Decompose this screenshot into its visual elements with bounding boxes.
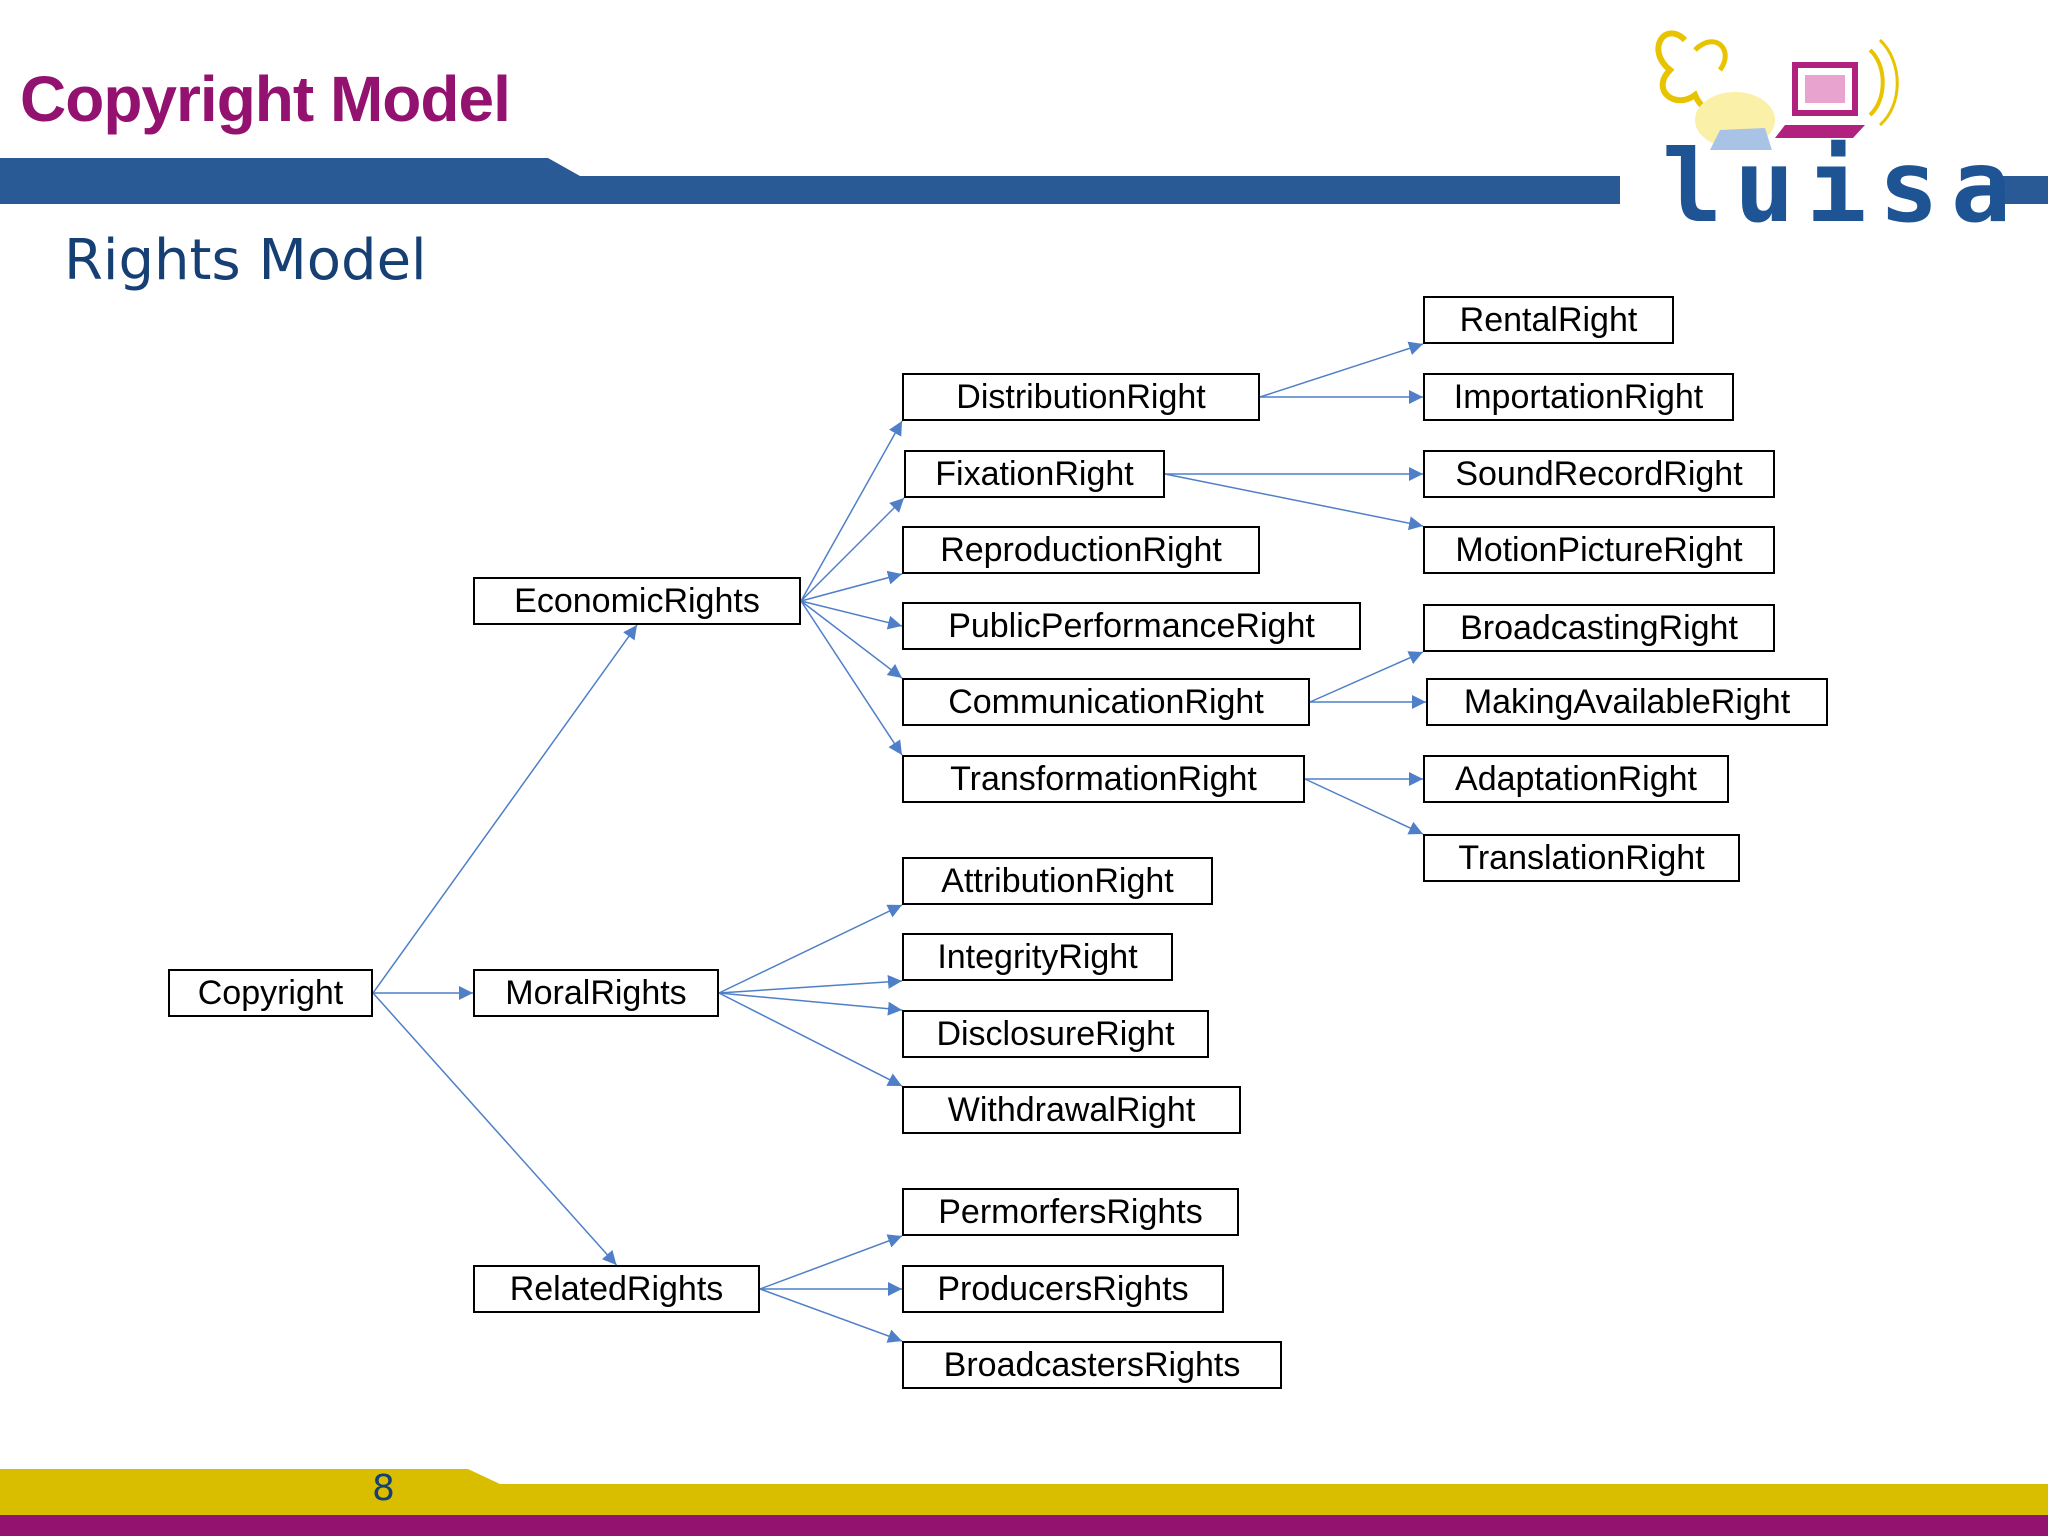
- edge-communication-to-broadcasting: [1309, 651, 1424, 703]
- node-performers-rights: PermorfersRights: [902, 1188, 1239, 1236]
- edge-economic-to-public_performance: [800, 600, 903, 630]
- logo-figure-icon: [1655, 30, 1899, 160]
- subtitle: Rights Model: [64, 228, 427, 293]
- node-economic-rights: EconomicRights: [473, 577, 801, 625]
- node-moral-rights: MoralRights: [473, 969, 719, 1017]
- node-attribution-right: AttributionRight: [902, 857, 1213, 905]
- node-related-rights: RelatedRights: [473, 1265, 760, 1313]
- edge-copyright-to-economic: [372, 624, 638, 994]
- edge-moral-to-integrity: [718, 974, 903, 994]
- edge-fixation-to-motion_picture: [1164, 473, 1424, 531]
- node-adaptation-right: AdaptationRight: [1423, 755, 1729, 803]
- logo-text: luisa: [1662, 128, 2024, 245]
- edge-economic-to-distribution: [800, 420, 903, 602]
- node-reproduction-right: ReproductionRight: [902, 526, 1260, 574]
- node-broadcasting-right: BroadcastingRight: [1423, 604, 1775, 652]
- node-distribution-right: DistributionRight: [902, 373, 1260, 421]
- header-band: [0, 158, 2048, 204]
- node-integrity-right: IntegrityRight: [902, 933, 1173, 981]
- page-number: 8: [372, 1468, 395, 1509]
- node-broadcasters-rights: BroadcastersRights: [902, 1341, 1282, 1389]
- node-producers-rights: ProducersRights: [902, 1265, 1224, 1313]
- edge-moral-to-withdrawal: [718, 992, 903, 1087]
- node-translation-right: TranslationRight: [1423, 834, 1740, 882]
- luisa-logo: [1625, 10, 1965, 225]
- edge-economic-to-fixation: [800, 497, 905, 602]
- node-rental-right: RentalRight: [1423, 296, 1674, 344]
- edge-economic-to-communication: [800, 600, 903, 679]
- edge-copyright-to-related: [372, 992, 618, 1266]
- node-importation-right: ImportationRight: [1423, 373, 1734, 421]
- node-disclosure-right: DisclosureRight: [902, 1010, 1209, 1058]
- edge-economic-to-reproduction: [800, 570, 903, 602]
- node-copyright: Copyright: [168, 969, 373, 1017]
- edge-economic-to-transformation: [800, 600, 903, 756]
- edge-related-to-broadcasters: [759, 1288, 903, 1343]
- node-withdrawal-right: WithdrawalRight: [902, 1086, 1241, 1134]
- slide-title: Copyright Model: [20, 63, 511, 135]
- edge-moral-to-attribution: [718, 904, 903, 994]
- edge-moral-to-disclosure: [718, 992, 903, 1016]
- node-fixation-right: FixationRight: [904, 450, 1165, 498]
- node-sound-record-right: SoundRecordRight: [1423, 450, 1775, 498]
- footer-band: [0, 1469, 2048, 1536]
- node-communication-right: CommunicationRight: [902, 678, 1310, 726]
- node-transformation-right: TransformationRight: [902, 755, 1305, 803]
- edge-distribution-to-rental: [1259, 341, 1424, 398]
- edge-related-to-performers: [759, 1234, 903, 1290]
- node-motion-picture-right: MotionPictureRight: [1423, 526, 1775, 574]
- edge-transformation-to-translation: [1304, 778, 1424, 835]
- node-making-available-right: MakingAvailableRight: [1426, 678, 1828, 726]
- node-public-performance-right: PublicPerformanceRight: [902, 602, 1361, 650]
